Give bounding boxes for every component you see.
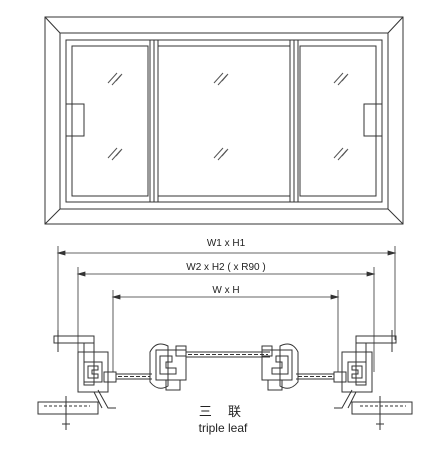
- glass-mark: [333, 72, 349, 86]
- caption-english: triple leaf: [198, 421, 248, 435]
- glass-mark: [213, 147, 229, 161]
- window-elevation: [44, 16, 404, 225]
- glass-marks: [107, 72, 349, 161]
- dimension-inner: [111, 290, 340, 372]
- middle-sash-glass: [157, 45, 291, 197]
- glass-mark: [107, 72, 123, 86]
- dimension-middle-label: W2 x H2 ( x R90 ): [186, 262, 265, 273]
- left-wall-section: [37, 396, 99, 430]
- middle-glass-section: [186, 351, 270, 358]
- right-sash-glass: [299, 45, 377, 197]
- right-handle: [363, 103, 383, 137]
- frame-miter: [387, 16, 404, 34]
- glass-mark: [107, 147, 123, 161]
- right-interlock-profile: [261, 343, 299, 391]
- dimension-lines: [56, 246, 397, 372]
- dimension-outer-label: W1 x H1: [207, 238, 246, 249]
- right-frame-profile: [333, 330, 397, 409]
- left-handle: [65, 103, 85, 137]
- section-view: [37, 330, 413, 430]
- frame-miter: [44, 16, 61, 34]
- right-sash: [293, 39, 383, 203]
- inner-frame: [59, 32, 389, 210]
- caption-chinese: 三 联: [198, 405, 248, 420]
- sash-frame: [65, 39, 383, 203]
- dimension-middle: [76, 267, 376, 372]
- left-sash: [65, 39, 155, 203]
- dimension-outer: [56, 246, 397, 340]
- glass-mark: [213, 72, 229, 86]
- middle-sash: [149, 39, 299, 203]
- right-glass-section: [296, 373, 334, 380]
- left-interlock-profile: [149, 343, 187, 391]
- left-sash-glass: [71, 45, 149, 197]
- frame-miter: [387, 208, 404, 225]
- left-frame-profile: [53, 330, 117, 409]
- left-glass-section: [116, 373, 152, 380]
- glass-mark: [333, 147, 349, 161]
- outer-frame: [44, 16, 404, 225]
- dimension-inner-label: W x H: [212, 285, 239, 296]
- frame-miter: [44, 208, 61, 225]
- right-wall-section: [351, 396, 413, 430]
